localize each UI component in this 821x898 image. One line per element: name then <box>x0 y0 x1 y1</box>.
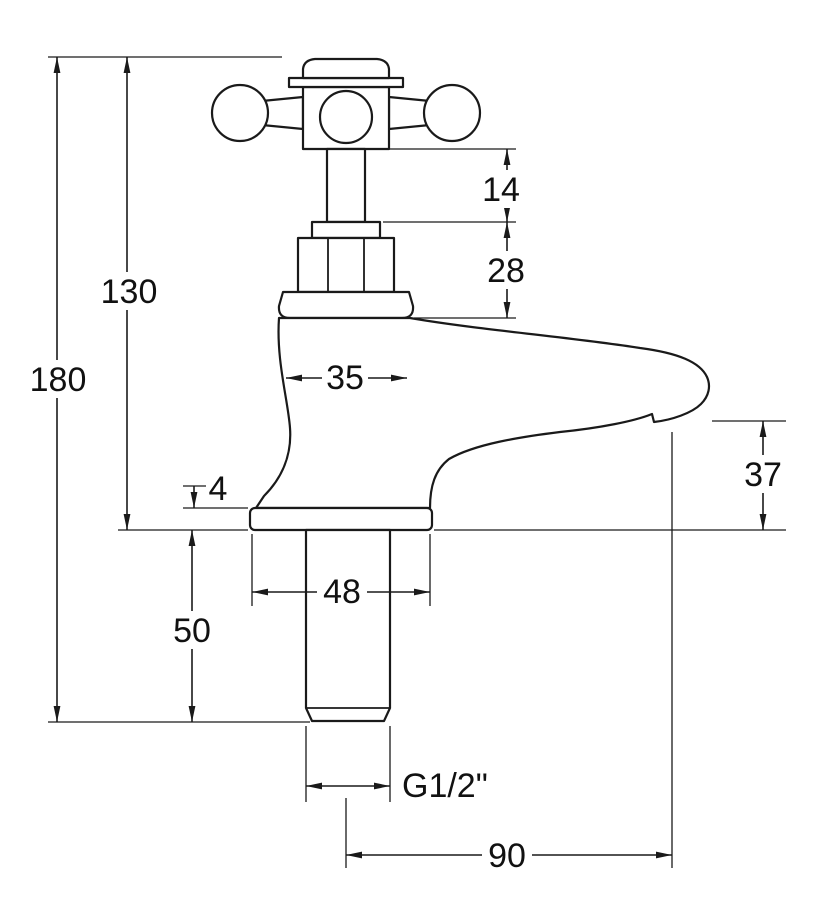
faucet-figure <box>210 57 711 723</box>
label-background <box>482 836 532 874</box>
base-plate <box>248 506 434 532</box>
body-and-spout <box>254 316 711 510</box>
handle-front-boss <box>318 89 374 145</box>
base-diameter-label: 48 <box>323 573 361 611</box>
handle-left-ball <box>210 83 270 143</box>
hex-bonnet <box>296 236 396 294</box>
dimension-stem-height: 14 <box>369 148 525 223</box>
threaded-shank <box>304 528 392 723</box>
stem-flange <box>310 220 382 240</box>
label-background <box>167 611 217 649</box>
label-background <box>96 272 162 310</box>
dimension-body-diameter: 35 <box>286 359 407 397</box>
dimension-deck-thickness: 4 <box>183 470 248 509</box>
upper-body-height-label: 130 <box>101 273 158 311</box>
label-background <box>740 455 786 493</box>
dimension-thread-size: G1/2" <box>305 726 488 805</box>
body-diameter-label: 35 <box>326 359 364 397</box>
handle-cap-top <box>301 57 391 80</box>
spout-reach-label: 90 <box>488 837 526 875</box>
dimension-spout-reach: 90 <box>345 432 673 875</box>
deck-thickness-label: 4 <box>209 470 228 508</box>
label-background <box>317 572 367 610</box>
label-background <box>477 170 525 208</box>
dimension-base-diameter: 48 <box>251 534 431 611</box>
dimension-upper-body-height: 130 <box>96 57 248 531</box>
handle-cap-flange <box>287 76 405 89</box>
dimension-overall-height: 180 <box>26 56 310 723</box>
valve-stem <box>325 147 367 224</box>
label-background <box>482 251 530 289</box>
thread-size-label: G1/2" <box>402 767 488 805</box>
shank-length-label: 50 <box>173 612 211 650</box>
bonnet-height-label: 28 <box>487 252 525 290</box>
spout-clearance-label: 37 <box>744 456 782 494</box>
handle-right-ball <box>422 83 482 143</box>
label-background <box>322 359 368 397</box>
bonnet-skirt <box>277 290 415 320</box>
overall-height-label: 180 <box>30 361 87 399</box>
dimension-bonnet-height: 28 <box>414 222 530 319</box>
dimension-shank-length: 50 <box>167 530 217 722</box>
stem-height-label: 14 <box>482 171 520 209</box>
label-background <box>26 360 90 398</box>
dimension-spout-clearance: 37 <box>434 420 786 531</box>
